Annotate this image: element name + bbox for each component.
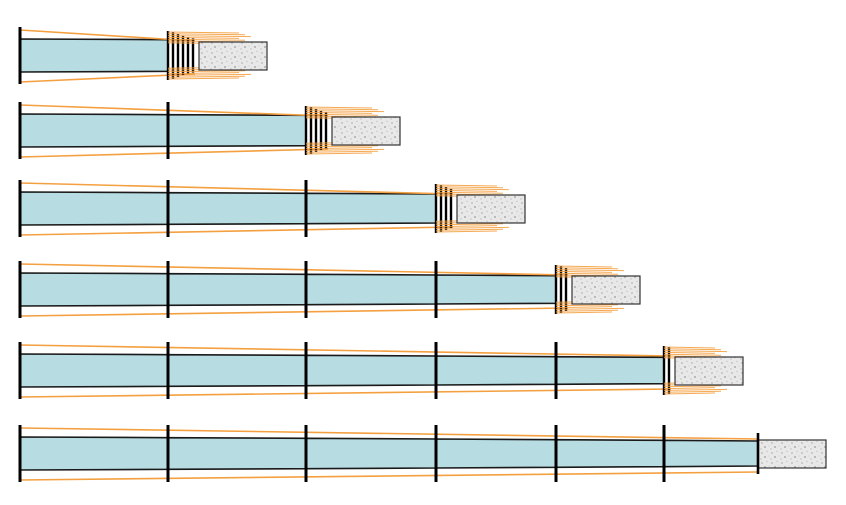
rail-bottom (19, 148, 329, 158)
rail-bottom (19, 73, 196, 83)
rail-bottom (19, 226, 454, 236)
tube-section (305, 354, 437, 387)
head-block (198, 41, 268, 71)
tube-section (435, 274, 557, 305)
tube-section (555, 438, 665, 469)
tube-section (435, 438, 557, 469)
rail-top (19, 182, 454, 195)
tube-section (305, 437, 437, 470)
tube-section (19, 38, 169, 73)
tube-section (305, 273, 437, 306)
tube-section (19, 113, 169, 148)
rail-top (19, 29, 196, 42)
rail-top (19, 344, 672, 357)
head-block (571, 275, 641, 305)
rail-top (19, 263, 569, 276)
tube-section (167, 353, 307, 388)
rail-top (19, 427, 759, 440)
rail-bottom (19, 471, 759, 481)
head-block (331, 116, 401, 146)
tube-section (435, 355, 557, 386)
tube-section (305, 192, 437, 225)
head-block (757, 439, 827, 469)
tube-section (555, 355, 665, 386)
telescope-stage-4 (18, 261, 641, 318)
rail-bottom (19, 388, 672, 398)
tube-section (663, 439, 759, 468)
telescope-stage-2 (18, 102, 401, 159)
head-block (674, 356, 744, 386)
head-block (456, 194, 526, 224)
tube-section (19, 272, 169, 307)
tube-section (167, 436, 307, 471)
tube-section (19, 436, 169, 471)
telescope-stage-5 (18, 342, 744, 399)
rail-bottom (19, 307, 569, 317)
tube-section (167, 113, 307, 148)
telescope-stage-1 (18, 27, 268, 84)
tube-section (167, 191, 307, 226)
tube-section (167, 272, 307, 307)
rail-top (19, 104, 329, 117)
telescope-stage-3 (18, 180, 526, 237)
tube-section (19, 191, 169, 226)
tube-section (19, 353, 169, 388)
telescope-stage-6 (18, 425, 827, 482)
